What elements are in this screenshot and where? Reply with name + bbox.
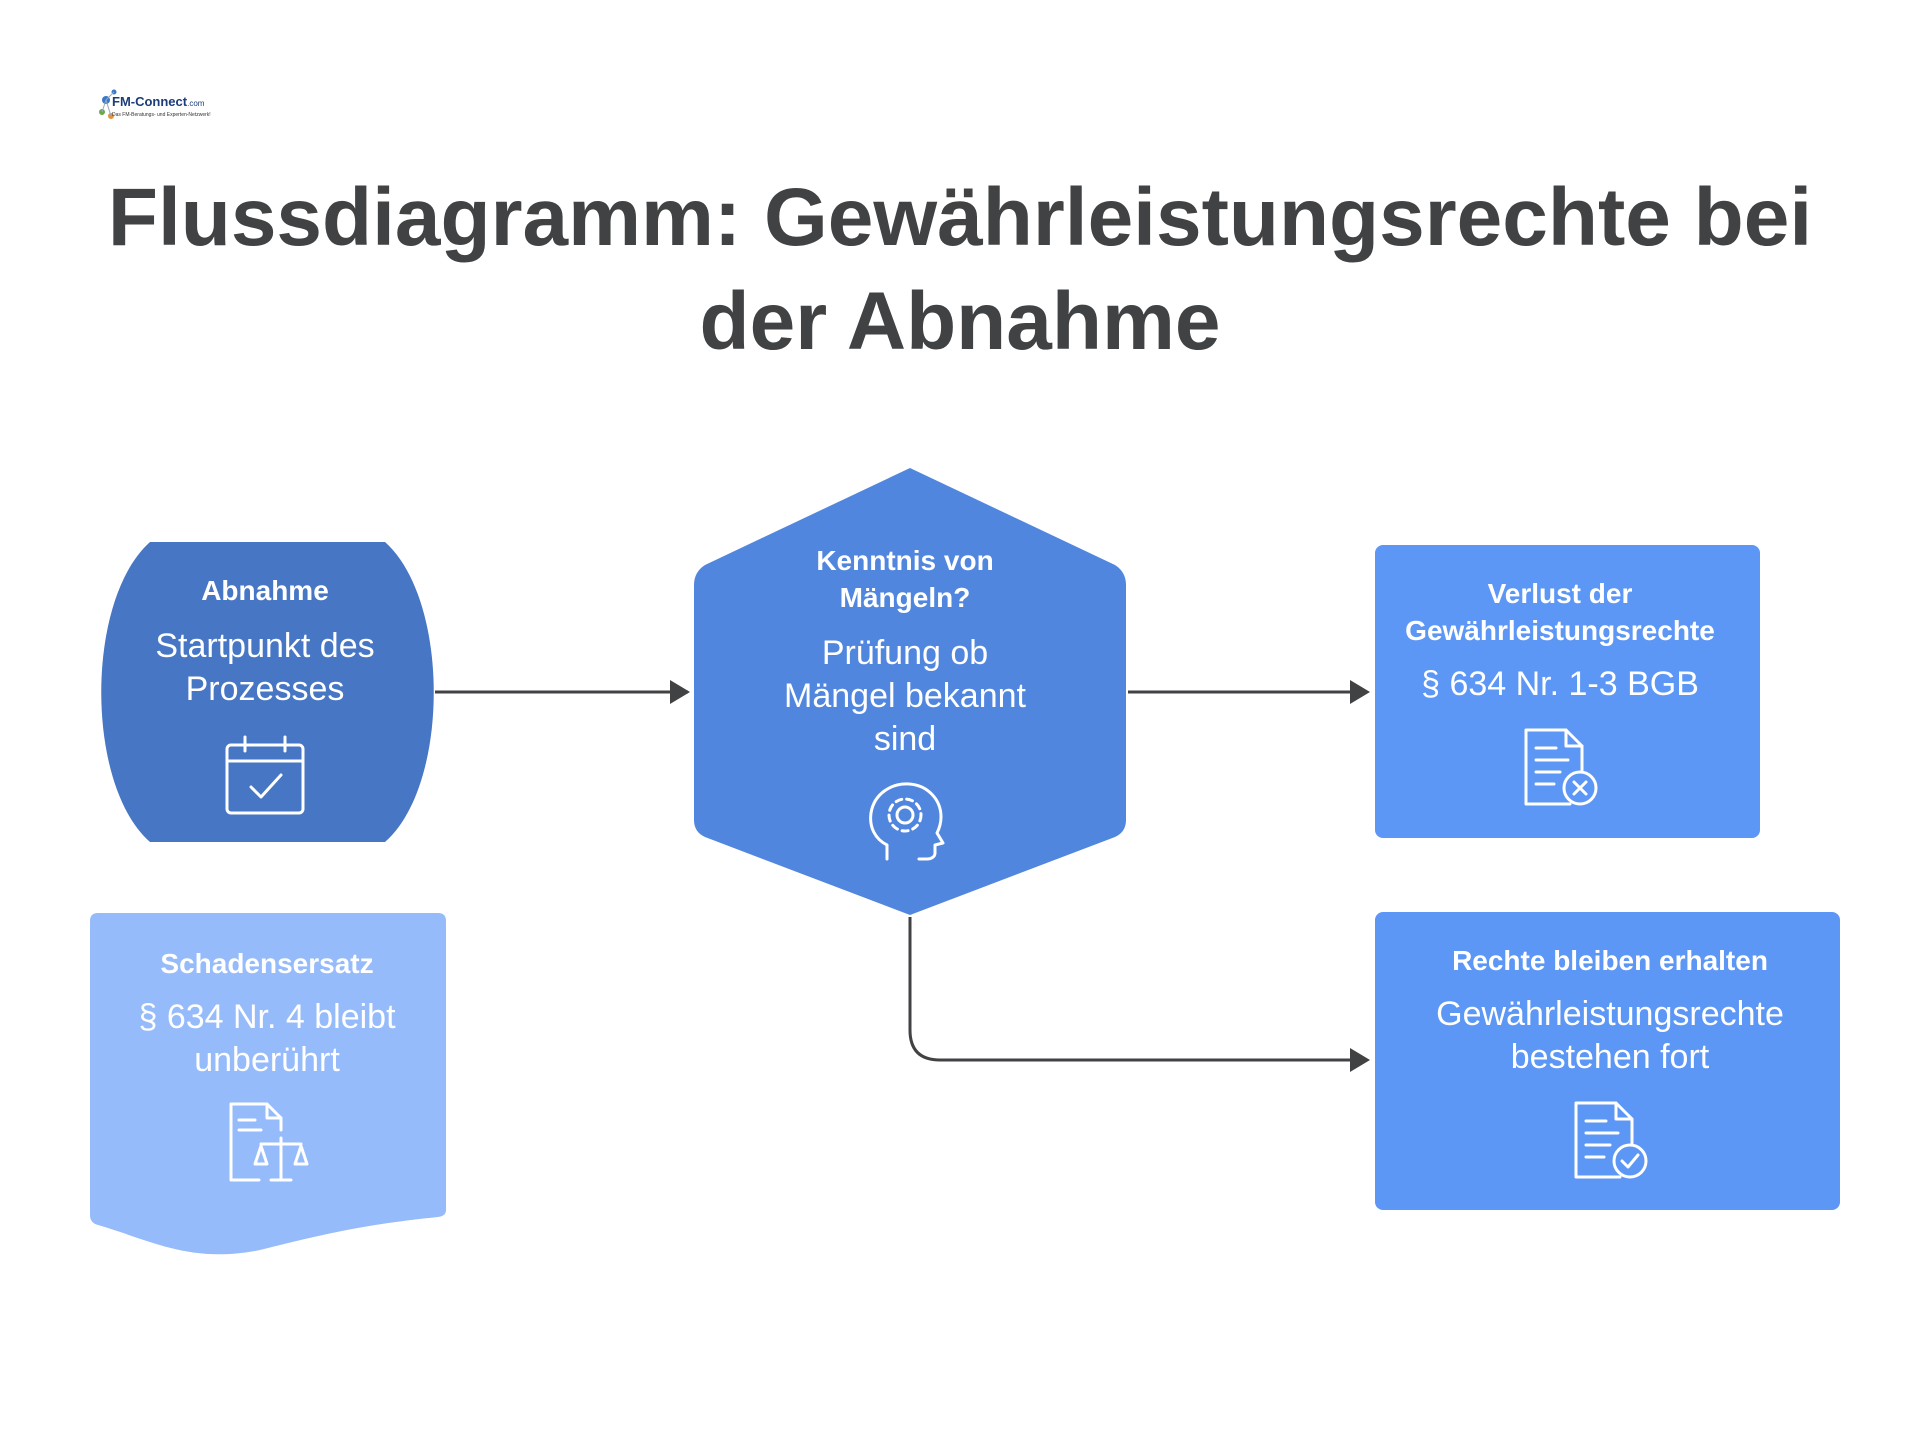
diagram-title: Flussdiagramm: Gewährleistungsrechte bei… xyxy=(107,172,1813,367)
node-schaden-title: Schadensersatz xyxy=(160,948,374,979)
node-kenntnis: Kenntnis von Mängeln? Prüfung ob Mängel … xyxy=(740,542,1070,868)
node-kenntnis-text: Prüfung ob Mängel bekannt sind xyxy=(784,634,1026,758)
arrowhead-abnahme-kenntnis xyxy=(670,680,690,704)
kenntnis-shape xyxy=(694,468,1126,915)
node-verlust-title: Verlust der Gewährleistungsrechte xyxy=(1405,578,1715,646)
head-gear-icon xyxy=(865,779,945,868)
document-scales-icon xyxy=(225,1100,309,1189)
logo-name: FM-Connect.com xyxy=(112,94,205,109)
logo-tagline: Das FM-Beratungs- und Experten-Netzwerk! xyxy=(112,112,211,118)
verlust-shape xyxy=(1375,545,1760,838)
rechte-shape xyxy=(1375,912,1840,1210)
node-abnahme-text: Startpunkt des Prozesses xyxy=(155,627,375,708)
arrowhead-kenntnis-verlust xyxy=(1350,680,1370,704)
document-check-icon xyxy=(1568,1099,1652,1188)
schaden-shape xyxy=(90,913,446,1255)
arrowhead-kenntnis-rechte xyxy=(1350,1048,1370,1072)
node-abnahme-title: Abnahme xyxy=(201,575,329,606)
node-verlust-text: § 634 Nr. 1-3 BGB xyxy=(1421,665,1699,703)
document-cross-icon xyxy=(1518,726,1602,815)
node-schaden: Schadensersatz § 634 Nr. 4 bleibt unberü… xyxy=(92,945,442,1189)
logo-icon xyxy=(99,89,117,119)
node-verlust: Verlust der Gewährleistungsrechte § 634 … xyxy=(1380,575,1740,815)
node-kenntnis-title: Kenntnis von Mängeln? xyxy=(816,545,994,613)
logo: FM-Connect.com Das FM-Beratungs- und Exp… xyxy=(96,82,211,130)
node-rechte: Rechte bleiben erhalten Gewährleistungsr… xyxy=(1380,942,1840,1188)
node-schaden-text: § 634 Nr. 4 bleibt unberührt xyxy=(138,998,396,1079)
abnahme-shape xyxy=(101,542,434,842)
node-rechte-text: Gewährleistungsrechte bestehen fort xyxy=(1436,995,1784,1076)
node-rechte-title: Rechte bleiben erhalten xyxy=(1452,945,1768,976)
node-abnahme: Abnahme Startpunkt des Prozesses xyxy=(100,572,430,822)
connector-kenntnis-rechte xyxy=(908,917,1352,1062)
calendar-check-icon xyxy=(223,733,307,822)
